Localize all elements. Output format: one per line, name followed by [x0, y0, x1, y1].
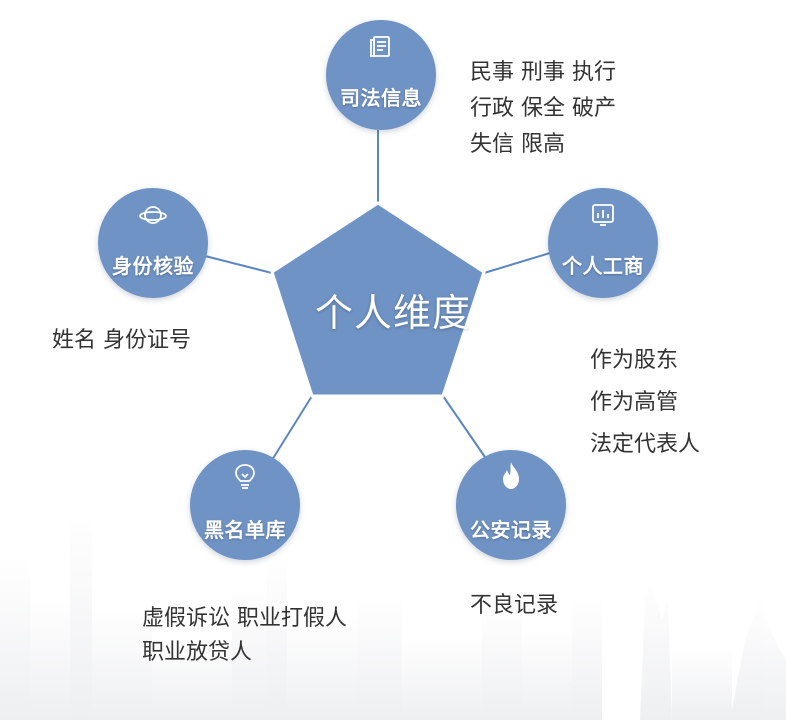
- node-blacklist: 黑名单库: [190, 450, 300, 560]
- police-item: 不良记录: [470, 593, 559, 618]
- planet-icon: [138, 202, 168, 232]
- document-icon: [368, 34, 394, 64]
- node-business: 个人工商: [548, 188, 658, 298]
- lightbulb-icon: [232, 462, 258, 496]
- connector-police: [442, 395, 488, 461]
- judicial-item: 民事 刑事 执行: [470, 60, 616, 85]
- node-blacklist-label: 黑名单库: [204, 518, 286, 542]
- business-item: 作为股东: [590, 348, 679, 373]
- node-identity: 身份核验: [98, 188, 208, 298]
- identity-items: 姓名 身份证号: [52, 328, 191, 354]
- judicial-item: 失信 限高: [470, 132, 565, 157]
- police-items: 不良记录: [470, 593, 558, 619]
- node-identity-label: 身份核验: [112, 254, 194, 278]
- identity-item: 姓名 身份证号: [52, 328, 191, 353]
- judicial-item: 行政 保全 破产: [470, 96, 616, 121]
- city-skyline-background: [0, 520, 786, 720]
- bar-chart-icon: [590, 202, 616, 232]
- center-pentagon: [270, 201, 486, 398]
- connector-identity: [204, 255, 273, 274]
- node-judicial-label: 司法信息: [340, 86, 422, 110]
- business-item: 作为高管: [590, 390, 679, 415]
- flame-icon: [498, 460, 524, 496]
- connector-blacklist: [271, 395, 313, 461]
- node-police-label: 公安记录: [470, 518, 552, 542]
- judicial-items: 民事 刑事 执行 行政 保全 破产 失信 限高: [470, 55, 616, 163]
- connector-lines: [204, 130, 551, 461]
- node-police: 公安记录: [456, 450, 566, 560]
- blacklist-item: 职业放贷人: [142, 640, 253, 665]
- connector-business: [483, 252, 551, 274]
- business-item: 法定代表人: [590, 432, 701, 457]
- node-business-label: 个人工商: [562, 254, 644, 278]
- business-items: 作为股东 作为高管 法定代表人: [590, 340, 700, 466]
- blacklist-item: 虚假诉讼 职业打假人: [142, 606, 347, 631]
- node-judicial: 司法信息: [326, 20, 436, 130]
- blacklist-items: 虚假诉讼 职业打假人 职业放贷人: [142, 602, 347, 670]
